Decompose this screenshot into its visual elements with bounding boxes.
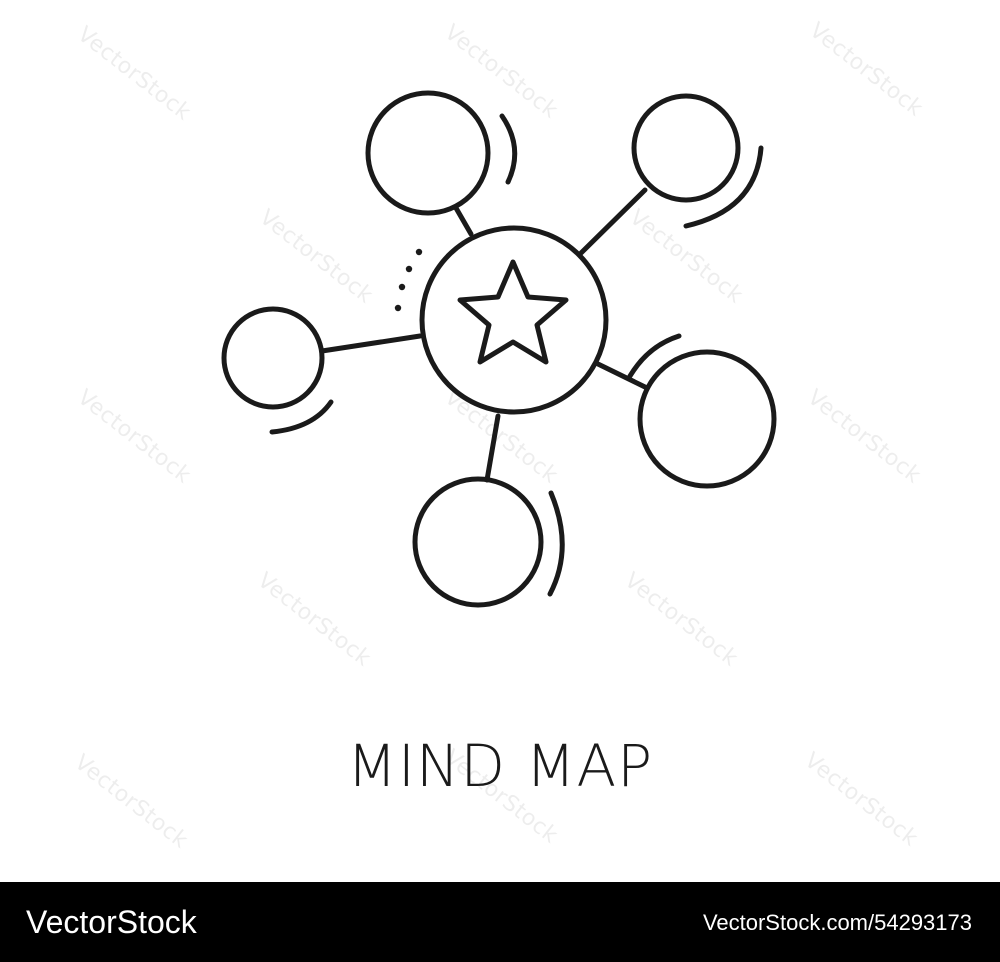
central-node [419,225,609,415]
motion-arc [547,490,565,597]
dotted-arc [394,248,423,312]
motion-arc [522,538,532,578]
motion-arc [269,399,334,435]
motion-arc [683,145,764,229]
brand-logo: VectorStock [26,904,197,940]
node-top-right [631,93,741,203]
footer-bar: VectorStock VectorStock.com/54293173 [0,882,1000,962]
page-title: MIND MAP [346,732,654,800]
node-right [637,349,777,489]
node-bottom [412,476,544,608]
connector-left [319,333,423,354]
image-id-label: VectorStock.com/54293173 [702,910,972,935]
connector-top-right [577,187,648,257]
illustration-canvas: VectorStock VectorStock VectorStock Vect… [69,18,928,854]
connector-bottom [484,413,501,483]
connector-top-left [453,205,474,237]
connector-right [595,361,648,390]
star-icon [457,259,569,365]
node-top-left [365,90,491,216]
mind-map-icon [221,90,777,608]
motion-arc [499,113,518,185]
motion-arc [627,333,682,379]
node-left [221,306,325,410]
